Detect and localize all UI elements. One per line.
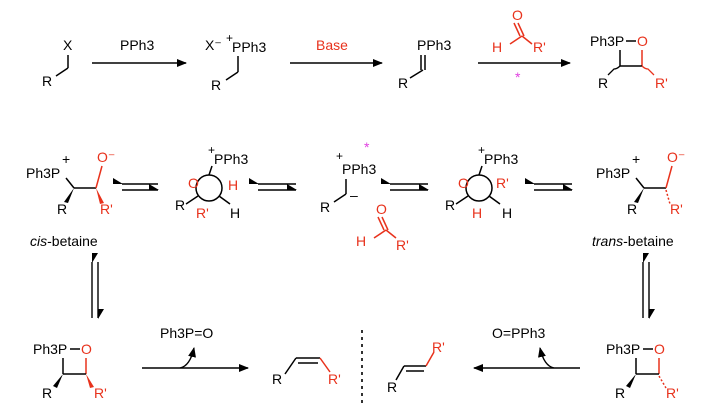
svg-text:H: H: [230, 205, 240, 221]
svg-text:O⁻: O⁻: [667, 149, 685, 165]
svg-text:Ph3P: Ph3P: [590, 33, 624, 49]
phosphonium-salt: X⁻ + PPh3 R: [205, 31, 266, 93]
svg-text:Ph3P: Ph3P: [26, 165, 60, 181]
svg-text:PPh3: PPh3: [342, 161, 376, 177]
reagent-base: Base: [316, 37, 348, 53]
svg-text:PPh3: PPh3: [232, 39, 266, 55]
svg-text:R: R: [42, 385, 52, 401]
svg-text:R': R': [670, 201, 683, 217]
svg-text:R': R': [496, 175, 509, 191]
ylide-center: + PPh3 * R –: [320, 139, 376, 215]
svg-text:X: X: [63, 37, 73, 53]
svg-text:R: R: [320, 199, 330, 215]
newman-cis: + PPh3 O H R R' H: [175, 143, 248, 221]
svg-text:R: R: [615, 385, 625, 401]
svg-text:R': R': [100, 201, 113, 217]
svg-text:H: H: [356, 233, 366, 249]
svg-text:R: R: [398, 75, 408, 91]
z-alkene: R R': [272, 357, 341, 387]
svg-text:R: R: [272, 371, 282, 387]
svg-text:O: O: [81, 341, 92, 357]
equilibrium-vertical-left: [91, 253, 104, 319]
equilibrium-vertical-right: [642, 253, 655, 319]
svg-text:R: R: [57, 201, 67, 217]
svg-text:R: R: [627, 201, 637, 217]
aldehyde-center: O H R': [356, 201, 409, 253]
oxaphosphetane-top: Ph3P O R R': [590, 33, 668, 91]
svg-text:Ph3P: Ph3P: [596, 165, 630, 181]
svg-text:+: +: [208, 143, 215, 157]
svg-text:O: O: [376, 201, 387, 217]
svg-text:+: +: [336, 149, 343, 163]
svg-text:PPh3: PPh3: [417, 37, 451, 53]
svg-text:H: H: [472, 205, 482, 221]
svg-text:–: –: [350, 187, 358, 203]
equilibrium-4: [525, 178, 573, 191]
svg-text:R': R': [196, 205, 209, 221]
svg-text:R: R: [211, 77, 221, 93]
svg-text:*: *: [364, 139, 370, 155]
oxaphosphetane-cis: Ph3P O R R': [33, 341, 107, 401]
equilibrium-2: [249, 178, 297, 191]
svg-text:H: H: [492, 39, 502, 55]
svg-text:+: +: [62, 151, 70, 167]
trans-label: trans-betaine: [592, 233, 674, 249]
equilibrium-3: [381, 178, 429, 191]
newman-trans: + PPh3 O R' R H H: [445, 143, 518, 221]
aldehyde-top: O H R': [492, 7, 546, 55]
svg-text:Ph3P: Ph3P: [33, 341, 67, 357]
star-top: *: [515, 69, 521, 85]
svg-text:R': R': [432, 339, 445, 355]
svg-text:R': R': [396, 237, 409, 253]
svg-text:H: H: [502, 205, 512, 221]
svg-text:O: O: [637, 33, 648, 49]
svg-text:+: +: [226, 31, 233, 45]
equilibrium-1: [113, 178, 159, 191]
svg-text:O: O: [188, 175, 199, 191]
svg-text:O: O: [512, 7, 523, 23]
svg-text:R': R': [94, 385, 107, 401]
svg-text:R': R': [655, 75, 668, 91]
svg-text:O: O: [654, 341, 665, 357]
svg-text:PPh3: PPh3: [484, 151, 518, 167]
curved-arrow-left: [179, 347, 196, 369]
svg-text:PPh3: PPh3: [214, 151, 248, 167]
cis-label: cis-betaine: [30, 233, 98, 249]
svg-text:+: +: [478, 143, 485, 157]
svg-text:R: R: [445, 197, 455, 213]
alkyl-halide: X R: [42, 37, 73, 89]
oxaphosphetane-trans: Ph3P O R R': [606, 341, 679, 401]
svg-text:X⁻: X⁻: [205, 37, 222, 53]
curved-arrow-right: [538, 347, 555, 369]
svg-text:R': R': [328, 371, 341, 387]
svg-text:R': R': [666, 385, 679, 401]
byproduct-right: O=PPh3: [492, 325, 546, 341]
svg-text:H: H: [228, 177, 238, 193]
svg-text:O⁻: O⁻: [97, 149, 115, 165]
trans-betaine: Ph3P + O⁻ R R': [596, 149, 685, 217]
reagent-pph3: PPh3: [120, 37, 154, 53]
e-alkene: R R': [387, 339, 445, 395]
svg-text:O: O: [458, 175, 469, 191]
svg-text:R: R: [175, 197, 185, 213]
svg-text:R: R: [42, 73, 52, 89]
svg-text:+: +: [632, 151, 640, 167]
ylide: PPh3 R: [398, 37, 451, 91]
svg-text:R: R: [598, 75, 608, 91]
svg-text:R: R: [387, 379, 397, 395]
byproduct-left: Ph3P=O: [160, 325, 213, 341]
cis-betaine: Ph3P + O⁻ R R': [26, 149, 115, 217]
svg-text:Ph3P: Ph3P: [606, 341, 640, 357]
svg-text:R': R': [533, 39, 546, 55]
